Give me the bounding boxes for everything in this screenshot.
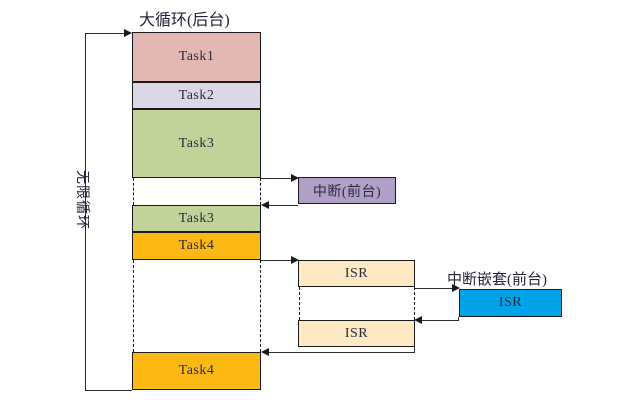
loop-left-line: [85, 33, 87, 391]
nested-return-arrowhead-icon: [414, 315, 422, 324]
task-block-task1[interactable]: Task1: [132, 32, 261, 82]
loop-bottom-line: [85, 390, 132, 392]
interrupt-enter-arrowhead-icon: [291, 173, 299, 182]
task-block-task4-second[interactable]: Task4: [132, 352, 261, 390]
isr-block-first[interactable]: ISR: [298, 260, 415, 287]
interrupt-block[interactable]: 中断(前台): [298, 177, 396, 204]
loop-arrowhead-icon: [124, 28, 132, 37]
interrupt-return-line: [266, 205, 298, 207]
infinite-loop-label: 无限循环: [74, 170, 89, 230]
nested-enter-arrowhead-icon: [452, 283, 460, 292]
task-block-task2[interactable]: Task2: [132, 82, 261, 109]
task-block-task3-second[interactable]: Task3: [132, 205, 261, 232]
task-block-task4-first[interactable]: Task4: [132, 232, 261, 260]
task-column-dash-right-upper: [260, 178, 261, 205]
task-block-task3-first[interactable]: Task3: [132, 109, 261, 178]
main-loop-title: 大循环(后台): [139, 12, 230, 29]
bottom-caption: [180, 396, 480, 405]
isr-return-line: [266, 352, 415, 354]
task-column-dash-left-lower: [132, 260, 134, 352]
isr-enter-arrowhead-icon: [291, 255, 299, 264]
loop-top-line: [85, 33, 130, 35]
nested-return-line: [420, 320, 459, 322]
nested-enter-line: [415, 288, 455, 290]
isr-column-dash-left: [298, 287, 300, 320]
task-column-dash-left-upper: [132, 178, 134, 205]
isr-return-arrowhead-icon: [261, 347, 269, 356]
interrupt-enter-line: [261, 178, 294, 180]
task-column-dash-right-lower: [260, 260, 261, 352]
nested-interrupt-title: 中断嵌套(前台): [447, 272, 547, 288]
isr-return-corner: [414, 347, 416, 353]
interrupt-return-arrowhead-icon: [261, 200, 269, 209]
nested-return-corner: [458, 317, 460, 321]
isr-enter-line: [261, 260, 294, 262]
isr-block-second[interactable]: ISR: [298, 320, 415, 347]
isr-column-dash-right: [414, 287, 415, 320]
isr-block-nested[interactable]: ISR: [459, 289, 562, 317]
